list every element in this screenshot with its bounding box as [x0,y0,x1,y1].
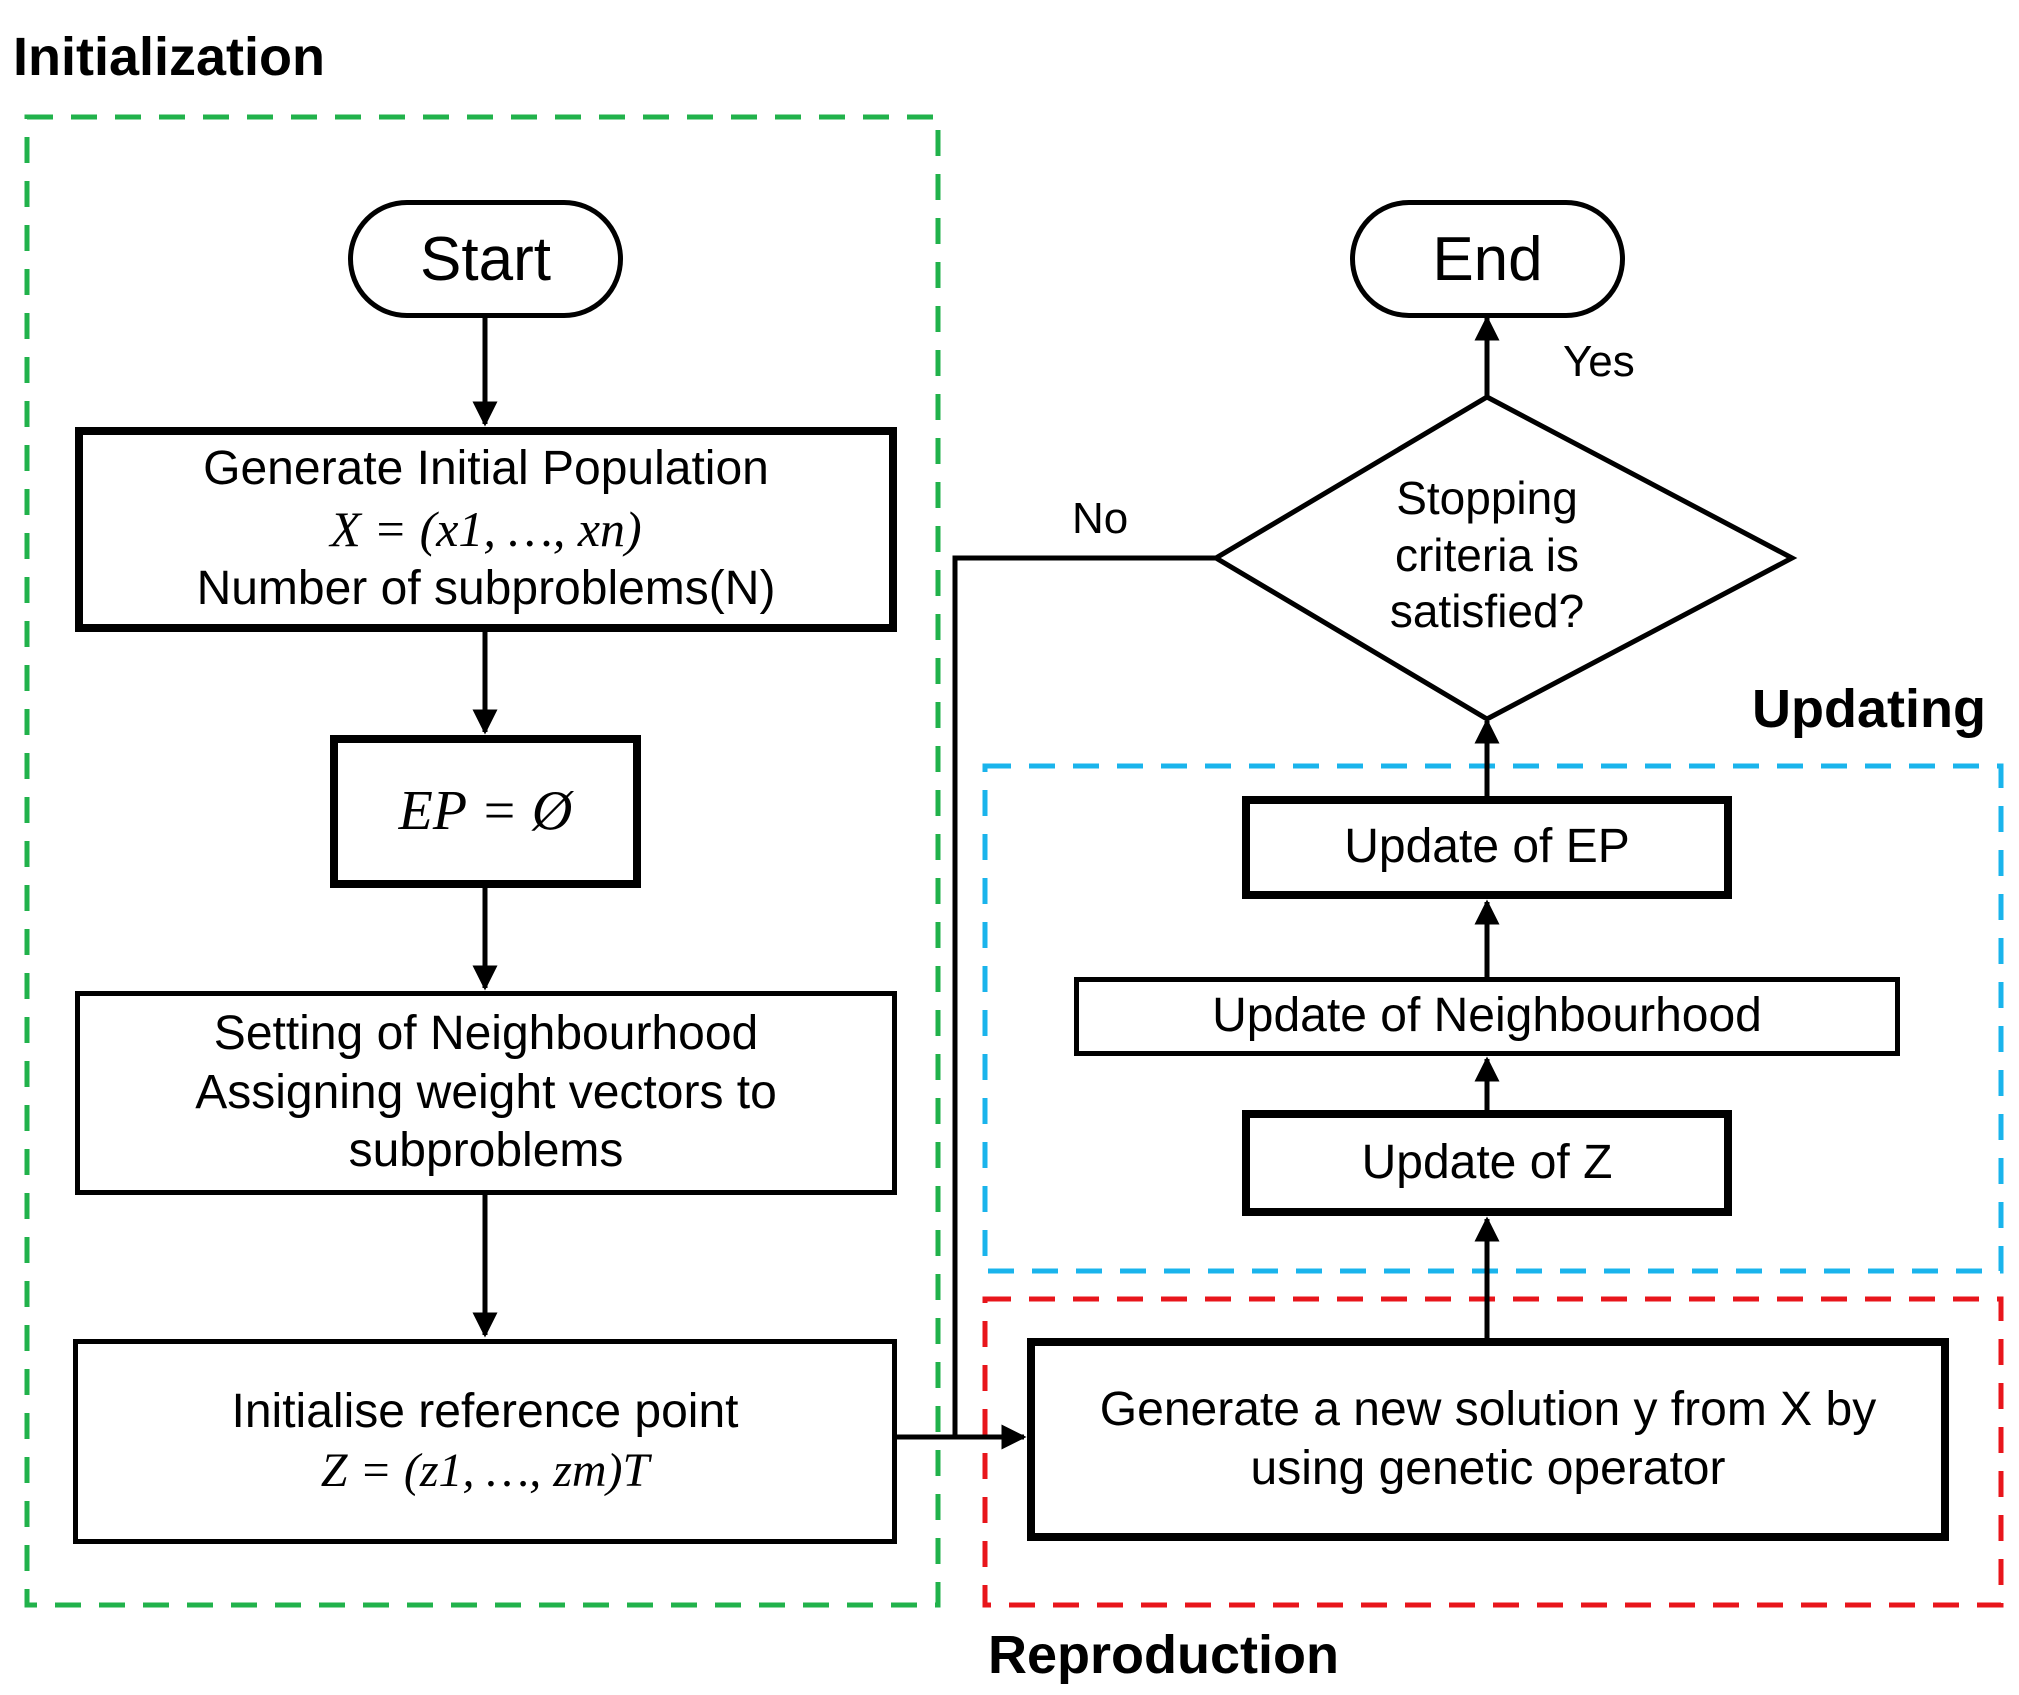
end-label: End [1432,224,1543,294]
initialization-region [24,114,941,1608]
generate-solution-line1: Generate a new solution y from X by [1099,1382,1877,1436]
ep-init-formula: EP = Ø [398,780,573,843]
start-terminal: Start [348,200,623,318]
start-label: Start [420,224,551,294]
ep-init-box: EP = Ø [330,735,641,888]
neighbourhood-line3: subproblems [348,1124,624,1178]
update-z-box: Update of Z [1242,1110,1732,1216]
generate-population-title: Generate Initial Population [203,442,769,496]
updating-label: Updating [1752,679,1986,739]
subproblems-count: Number of subproblems(N) [196,562,776,615]
yes-label: Yes [1563,337,1635,386]
update-z-label: Update of Z [1361,1135,1613,1189]
population-formula: X = (x1, …, xn) [330,501,642,557]
decision-line3: satisfied? [1389,585,1585,638]
update-ep-box: Update of EP [1242,796,1732,899]
neighbourhood-line2: Assigning weight vectors to [195,1065,777,1119]
decision-line1: Stopping [1396,472,1578,524]
reproduction-label: Reproduction [988,1625,1339,1685]
end-terminal: End [1350,200,1625,318]
reference-point-box: Initialise reference point Z = (z1, …, z… [73,1339,897,1544]
decision-line2: criteria is [1394,528,1580,581]
neighbourhood-setup-box: Setting of Neighbourhood Assigning weigh… [75,991,897,1195]
no-loop-line [952,555,1216,1437]
updating-region [982,763,2004,1274]
reproduction-region [982,1296,2004,1608]
update-neighbourhood-label: Update of Neighbourhood [1212,989,1762,1043]
decision-text: Stopping criteria is satisfied? [1307,470,1667,640]
initialization-label: Initialization [13,27,326,87]
reference-point-title: Initialise reference point [231,1384,739,1438]
decision-diamond [1211,394,1798,722]
neighbourhood-line1: Setting of Neighbourhood [213,1007,759,1061]
generate-solution-line2: using genetic operator [1250,1441,1726,1495]
update-neighbourhood-box: Update of Neighbourhood [1074,977,1900,1056]
reference-point-formula: Z = (z1, …, zm)T [320,1443,650,1497]
update-ep-label: Update of EP [1344,820,1630,874]
no-label: No [1072,494,1129,543]
generate-solution-box: Generate a new solution y from X by usin… [1027,1338,1949,1541]
generate-population-box: Generate Initial Population X = (x1, …, … [75,427,897,632]
